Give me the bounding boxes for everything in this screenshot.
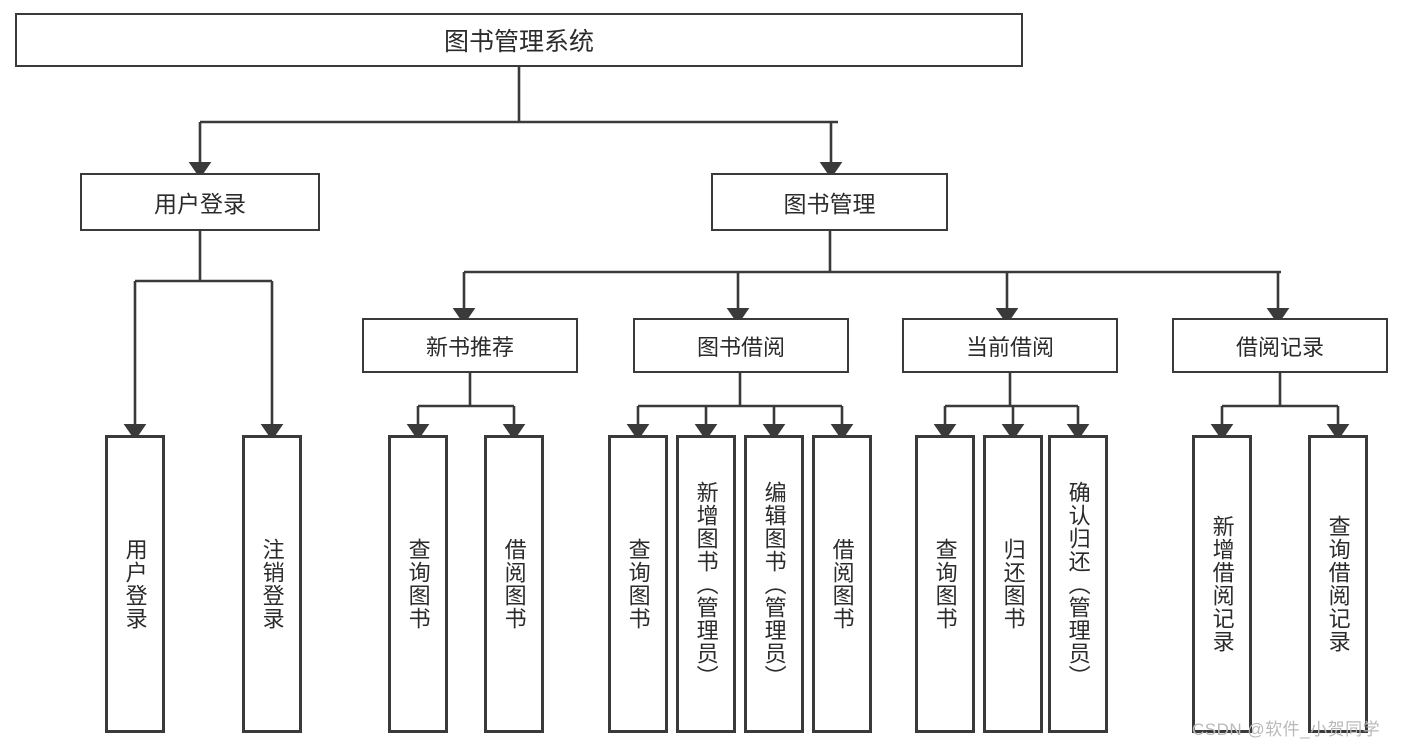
leaf-add-borrow-rec[interactable]: 新增借阅记录 — [1192, 435, 1252, 733]
leaf-borrow-book-rec[interactable]: 借阅图书 — [484, 435, 544, 733]
watermark: CSDN @软件_小贺同学 — [1192, 720, 1381, 739]
leaf-return-book[interactable]: 归还图书 — [983, 435, 1043, 733]
leaf-add-book-label: 新增图书（管理员） — [693, 480, 719, 688]
leaf-user-login-label: 用户登录 — [122, 538, 148, 630]
leaf-edit-book[interactable]: 编辑图书（管理员） — [744, 435, 804, 733]
node-current-borrow[interactable]: 当前借阅 — [902, 318, 1118, 373]
leaf-borrow-book-rec-label: 借阅图书 — [501, 538, 527, 630]
leaf-query-book-cur[interactable]: 查询图书 — [915, 435, 975, 733]
leaf-query-book-rec[interactable]: 查询图书 — [388, 435, 448, 733]
node-new-book-rec-label: 新书推荐 — [425, 334, 514, 360]
node-root-label: 图书管理系统 — [443, 28, 594, 56]
leaf-query-book[interactable]: 查询图书 — [608, 435, 668, 733]
leaf-query-borrow-rec[interactable]: 查询借阅记录 — [1308, 435, 1368, 733]
leaf-borrow-book-label: 借阅图书 — [829, 538, 855, 630]
leaf-add-borrow-rec-label: 新增借阅记录 — [1209, 515, 1235, 653]
node-current-borrow-label: 当前借阅 — [965, 334, 1054, 360]
node-user-login[interactable]: 用户登录 — [80, 173, 320, 231]
leaf-borrow-book[interactable]: 借阅图书 — [812, 435, 872, 733]
node-book-borrow-label: 图书借阅 — [696, 334, 785, 360]
node-root[interactable]: 图书管理系统 — [15, 13, 1023, 67]
node-borrow-record-label: 借阅记录 — [1235, 334, 1324, 360]
node-user-login-label: 用户登录 — [154, 191, 246, 217]
node-book-manage-label: 图书管理 — [783, 191, 876, 217]
leaf-user-logout-label: 注销登录 — [259, 538, 285, 630]
leaf-add-book[interactable]: 新增图书（管理员） — [676, 435, 736, 733]
leaf-user-login[interactable]: 用户登录 — [105, 435, 165, 733]
node-borrow-record[interactable]: 借阅记录 — [1172, 318, 1388, 373]
node-book-manage[interactable]: 图书管理 — [711, 173, 948, 231]
leaf-query-book-rec-label: 查询图书 — [405, 538, 431, 630]
leaf-return-book-label: 归还图书 — [1000, 538, 1026, 630]
leaf-user-logout[interactable]: 注销登录 — [242, 435, 302, 733]
leaf-confirm-return-label: 确认归还（管理员） — [1065, 480, 1091, 688]
node-new-book-rec[interactable]: 新书推荐 — [362, 318, 578, 373]
leaf-query-borrow-rec-label: 查询借阅记录 — [1325, 515, 1351, 653]
leaf-confirm-return[interactable]: 确认归还（管理员） — [1048, 435, 1108, 733]
leaf-edit-book-label: 编辑图书（管理员） — [761, 480, 787, 688]
leaf-query-book-cur-label: 查询图书 — [932, 538, 958, 630]
leaf-query-book-label: 查询图书 — [625, 538, 651, 630]
node-book-borrow[interactable]: 图书借阅 — [633, 318, 849, 373]
